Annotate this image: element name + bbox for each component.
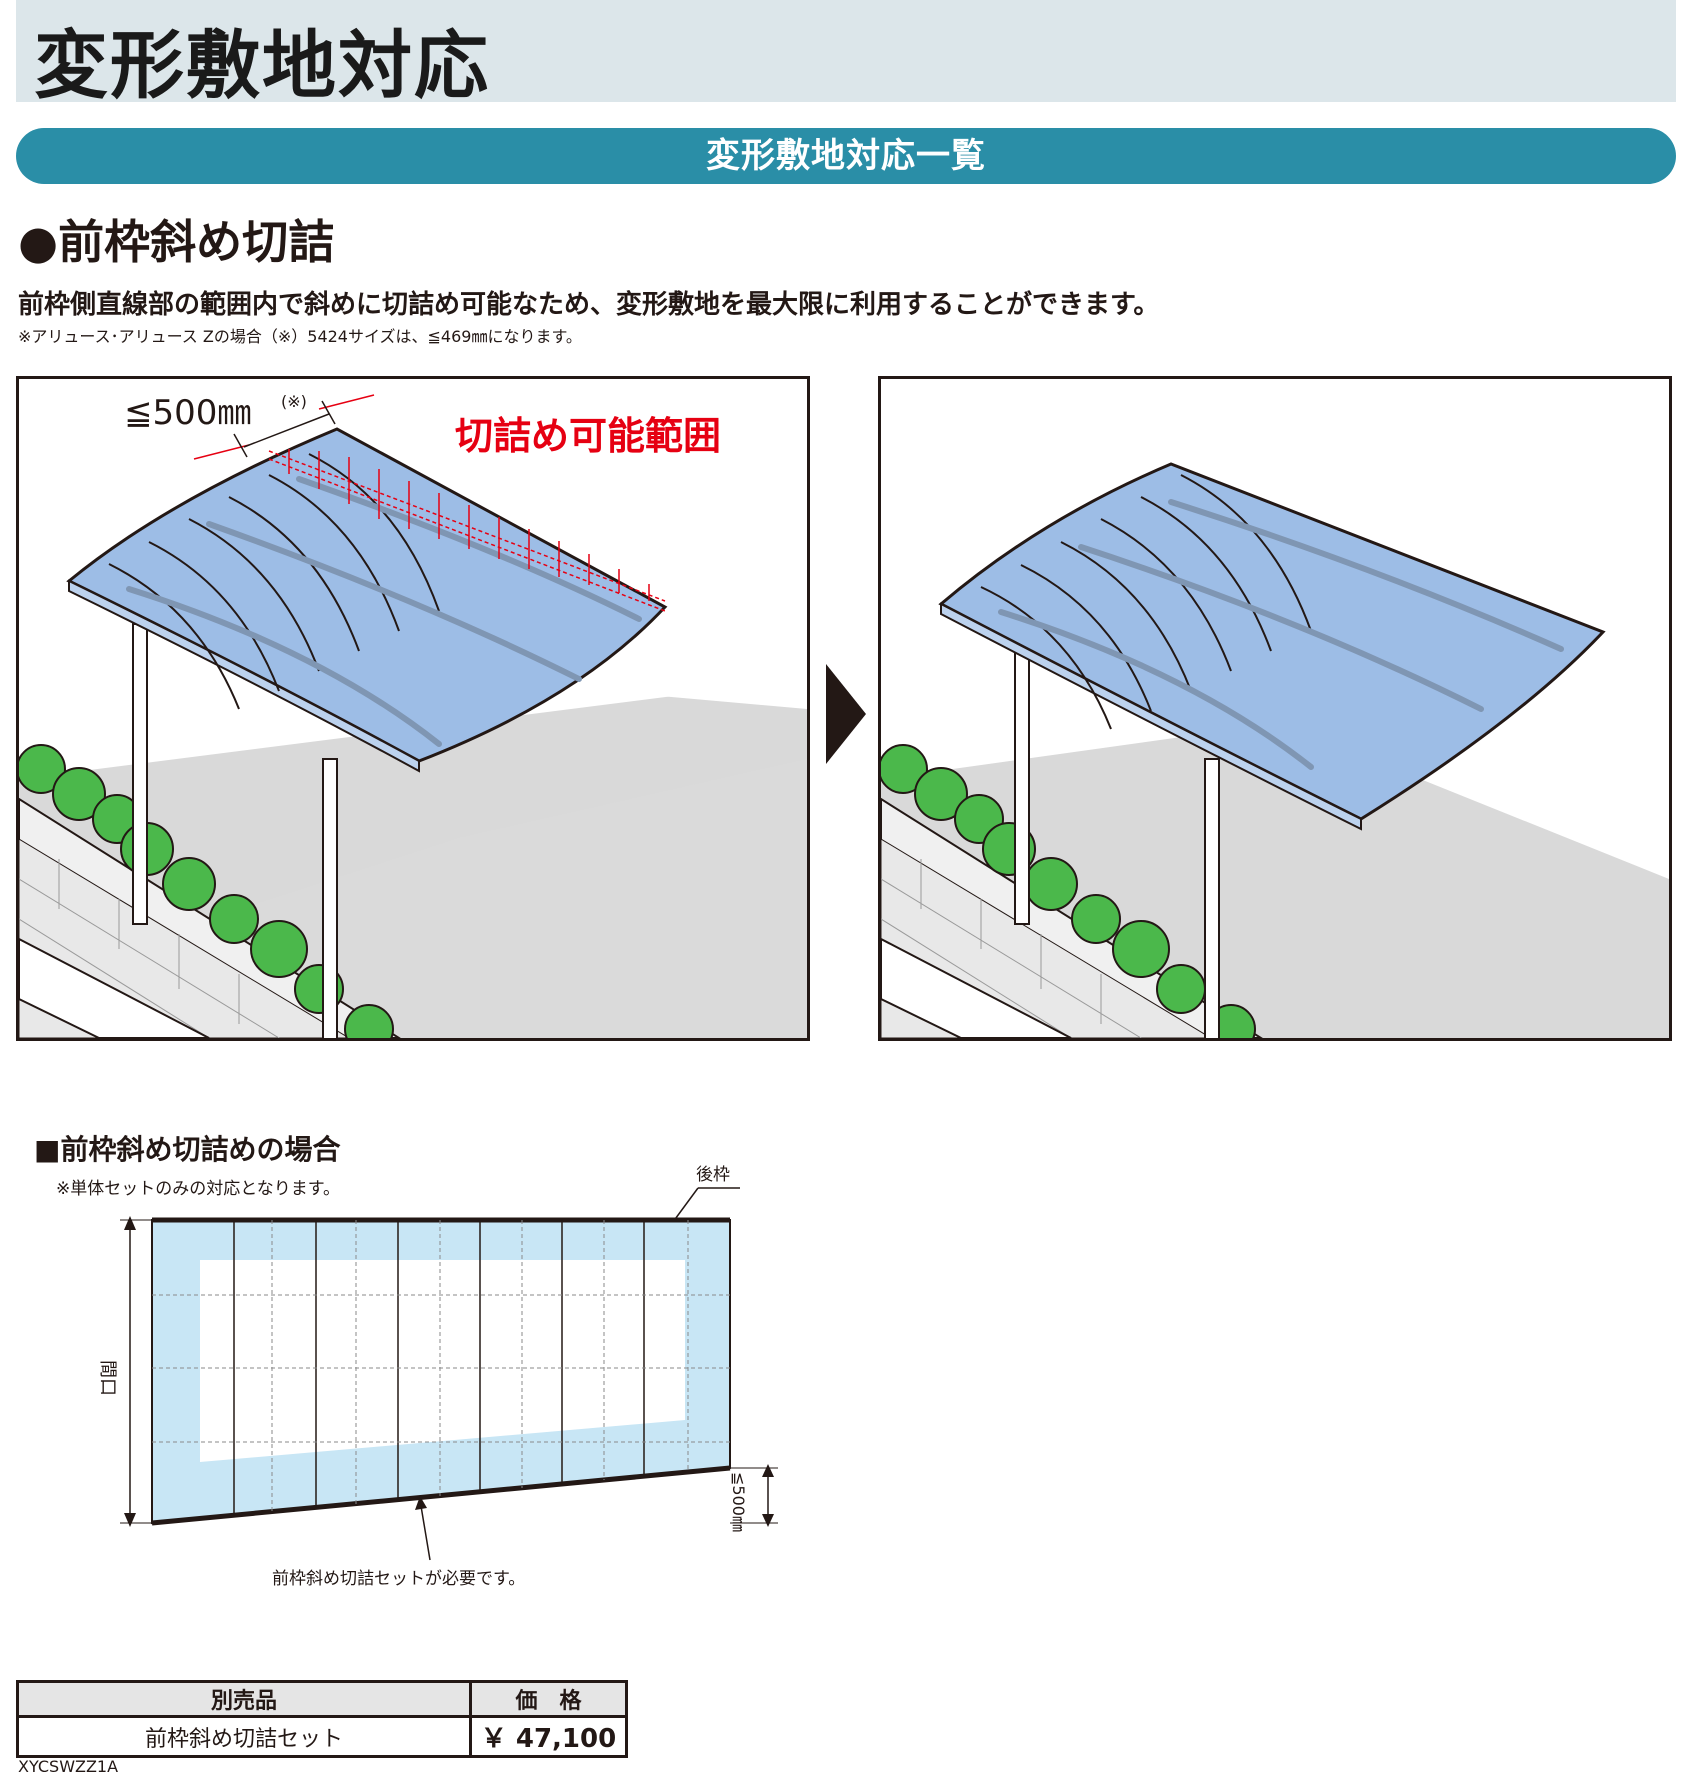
plan-diagram: 後枠 間口 ≦500㎜ 前枠斜め切詰セットが必要です。 [97, 1165, 778, 1589]
range-label: 切詰め可能範囲 [455, 414, 721, 458]
table-row: 前枠斜め切詰セット ￥ 47,100 [16, 1715, 628, 1758]
product-code: XYCSWZZ1A [18, 1757, 119, 1776]
header-price: 価 格 [469, 1680, 628, 1718]
section-description: 前枠側直線部の範囲内で斜めに切詰め可能なため、変形敷地を最大限に利用することがで… [18, 290, 1160, 320]
diagram-note: ※単体セットのみの対応となります。 [56, 1179, 341, 1199]
header-item: 別売品 [16, 1680, 472, 1718]
rear-frame-label: 後枠 [696, 1165, 730, 1185]
dimension-label: ≦500㎜ [124, 393, 251, 433]
page-title: 変形敷地対応 [34, 23, 490, 109]
title-band: 変形敷地対応 [16, 0, 1676, 109]
section-title: ●前枠斜め切詰 [18, 215, 335, 269]
arrow-right-icon [826, 664, 866, 764]
price-table-header: 別売品 価 格 [16, 1680, 628, 1718]
section-note: ※アリュース･アリュース Zの場合（※）5424サイズは、≦469㎜になります。 [18, 327, 582, 346]
row-price: ￥ 47,100 [469, 1715, 628, 1758]
section-banner: 変形敷地対応一覧 [16, 128, 1676, 184]
width-label: 間口 [97, 1360, 118, 1396]
offset-label: ≦500㎜ [729, 1472, 748, 1532]
diagram-title: ■前枠斜め切詰めの場合 [34, 1133, 341, 1166]
callout-label: 前枠斜め切詰セットが必要です。 [272, 1569, 525, 1589]
dimension-mark: (※) [281, 392, 307, 411]
row-item: 前枠斜め切詰セット [16, 1715, 472, 1758]
price-table: 別売品 価 格 前枠斜め切詰セット ￥ 47,100 [16, 1680, 628, 1758]
illustration-after [878, 376, 1672, 1041]
illustration-before: ≦500㎜ (※) 切詰め可能範囲 [16, 376, 810, 1041]
